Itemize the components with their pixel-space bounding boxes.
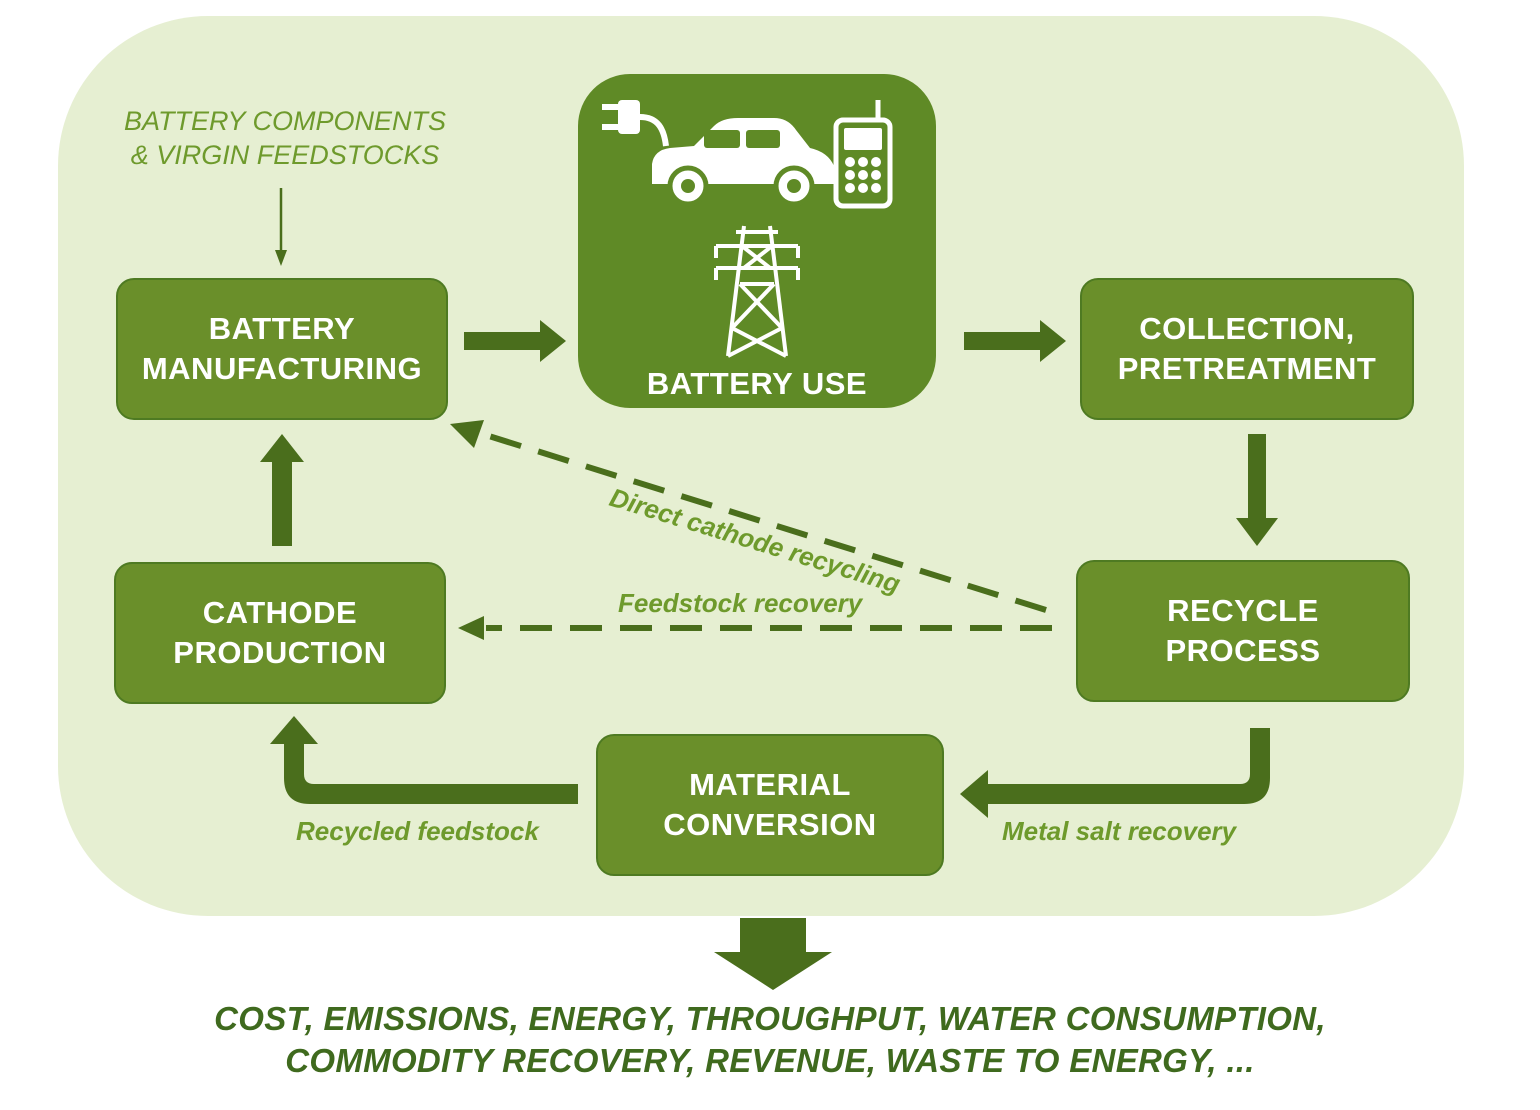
material-line2: CONVERSION: [663, 807, 877, 842]
output-metrics-line2: COMMODITY RECOVERY, REVENUE, WASTE TO EN…: [285, 1042, 1255, 1079]
cathode-line2: PRODUCTION: [173, 635, 387, 670]
output-arrow: [714, 918, 832, 990]
battery-manufacturing-line2: MANUFACTURING: [141, 351, 423, 386]
collection-line1: COLLECTION,: [1139, 311, 1355, 346]
arrow-cathode-to-manufacturing: [260, 434, 304, 546]
arrow-collection-to-recycle: [1236, 434, 1278, 546]
input-label-line1: BATTERY COMPONENTS: [123, 106, 447, 136]
label-recycled-feedstock: Recycled feedstock: [296, 816, 539, 846]
battery-use-box: BATTERY USE: [578, 74, 936, 408]
collection-line2: PRETREATMENT: [1117, 351, 1377, 386]
recycle-line1: RECYCLE: [1167, 593, 1319, 628]
input-arrow: [275, 188, 287, 266]
label-feedstock-recovery: Feedstock recovery: [618, 588, 863, 618]
recycle-process-box: RECYCLE PROCESS: [1076, 560, 1410, 702]
battery-use-label: BATTERY USE: [646, 366, 868, 401]
input-label: BATTERY COMPONENTS & VIRGIN FEEDSTOCKS: [110, 104, 460, 172]
battery-manufacturing-line1: BATTERY: [208, 311, 356, 346]
cell-phone-icon: [833, 100, 893, 209]
label-metal-salt-recovery: Metal salt recovery: [1002, 816, 1237, 846]
output-metrics-line1: COST, EMISSIONS, ENERGY, THROUGHPUT, WAT…: [214, 1000, 1326, 1037]
cathode-line1: CATHODE: [202, 595, 358, 630]
collection-pretreatment-box: COLLECTION, PRETREATMENT: [1080, 278, 1414, 420]
material-line1: MATERIAL: [689, 767, 851, 802]
battery-manufacturing-box: BATTERY MANUFACTURING: [116, 278, 448, 420]
input-label-line2: & VIRGIN FEEDSTOCKS: [130, 140, 440, 170]
plug-icon: [602, 100, 669, 147]
arrow-direct-cathode-recycling: [450, 420, 1047, 613]
recycle-line2: PROCESS: [1165, 633, 1321, 668]
arrow-material-to-cathode: [270, 716, 578, 804]
power-tower-icon: [714, 225, 800, 358]
arrow-recycle-to-material: [960, 728, 1270, 818]
arrow-feedstock-recovery: [458, 616, 1052, 640]
arrow-use-to-collection: [964, 320, 1066, 362]
arrow-manufacturing-to-use: [464, 320, 566, 362]
cathode-production-box: CATHODE PRODUCTION: [114, 562, 446, 704]
car-icon: [652, 118, 834, 207]
material-conversion-box: MATERIAL CONVERSION: [596, 734, 944, 876]
